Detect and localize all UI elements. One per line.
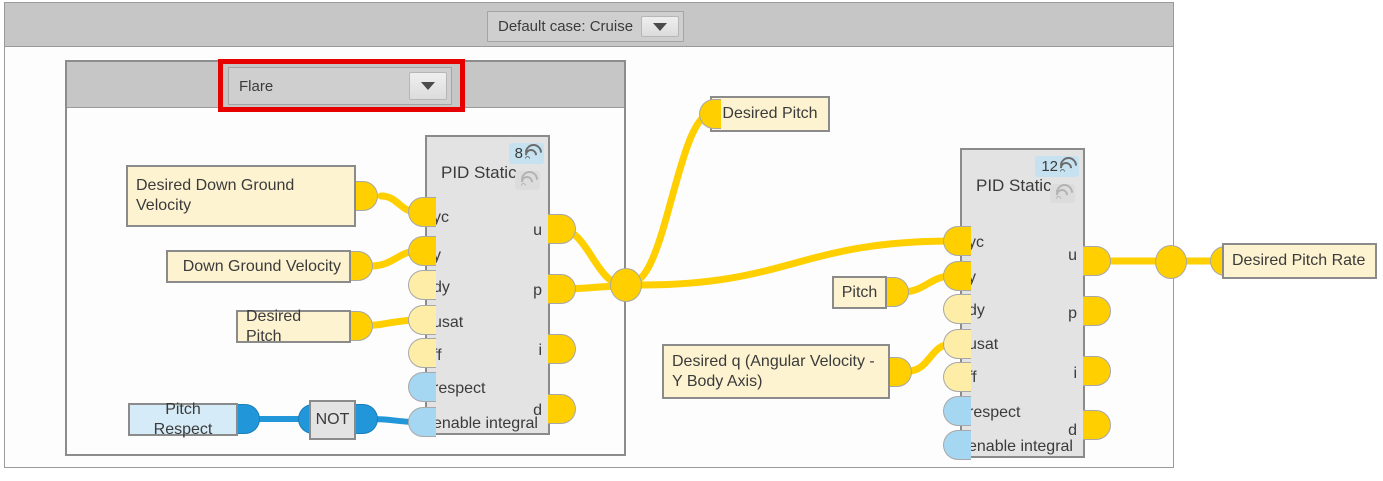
- signal-icon: [521, 140, 546, 165]
- note-desired-pitch-rate[interactable]: Desired Pitch Rate: [1222, 243, 1377, 279]
- output-port-u[interactable]: [1083, 246, 1111, 276]
- pid-static-block-2[interactable]: PID Static 12 yc y dy usat ff respect en…: [960, 148, 1085, 458]
- pid-static-block-1[interactable]: PID Static 8 yc y dy usat ff respect ena…: [425, 135, 550, 435]
- not-gate-block[interactable]: NOT: [309, 400, 356, 440]
- flare-case-dropdown[interactable]: Flare: [228, 67, 452, 105]
- output-label-i: i: [538, 342, 542, 359]
- input-label-y: y: [968, 269, 976, 286]
- note-pitch-respect[interactable]: Pitch Respect: [128, 401, 238, 438]
- input-label-respect: respect: [968, 404, 1021, 421]
- default-case-dropdown-button[interactable]: [641, 16, 679, 37]
- input-port-respect[interactable]: [408, 372, 436, 402]
- note-down-ground-velocity[interactable]: Down Ground Velocity: [166, 250, 351, 283]
- input-port-yc[interactable]: [408, 197, 436, 227]
- input-label-ff: ff: [968, 369, 977, 386]
- note-label: Pitch Respect: [153, 400, 213, 438]
- output-label-u: u: [533, 222, 542, 239]
- note-desired-pitch-left[interactable]: Desired Pitch: [236, 308, 351, 345]
- pid-block-badge[interactable]: 8: [508, 140, 546, 165]
- wire-junction-1[interactable]: [610, 268, 642, 302]
- input-port-enable-integral[interactable]: [408, 407, 436, 437]
- input-port-dy[interactable]: [408, 270, 436, 300]
- signal-icon-faded: [1052, 180, 1077, 205]
- pid-block-secondary-badge[interactable]: [1050, 180, 1077, 205]
- output-label-d: d: [533, 402, 542, 419]
- output-port-u[interactable]: [548, 214, 576, 244]
- note-label: Pitch: [841, 283, 878, 301]
- output-port-i[interactable]: [1083, 356, 1111, 386]
- input-label-yc: yc: [968, 234, 984, 251]
- pid-block-badge[interactable]: 12: [1035, 153, 1081, 178]
- note-label: Desired Down Ground Velocity: [136, 177, 295, 214]
- note-input-port[interactable]: [699, 99, 721, 129]
- input-label-yc: yc: [433, 209, 449, 226]
- signal-icon-faded: [517, 167, 542, 192]
- input-label-enable-integral: enable integral: [433, 415, 538, 432]
- output-label-d: d: [1068, 422, 1077, 439]
- input-port-respect[interactable]: [943, 396, 971, 426]
- input-label-y: y: [433, 247, 441, 264]
- note-label: Desired q (Angular Velocity - Y Body Axi…: [672, 352, 875, 390]
- output-port-i[interactable]: [548, 334, 576, 364]
- output-port-p[interactable]: [1083, 296, 1111, 326]
- note-desired-q[interactable]: Desired q (Angular Velocity - Y Body Axi…: [662, 344, 890, 399]
- chevron-down-icon: [653, 22, 667, 31]
- input-port-usat[interactable]: [408, 305, 436, 335]
- input-label-usat: usat: [968, 336, 999, 353]
- pid-block-title: PID Static: [976, 176, 1052, 195]
- output-label-u: u: [1068, 247, 1077, 264]
- flare-case-dropdown-button[interactable]: [409, 72, 447, 100]
- output-label-i: i: [1073, 365, 1077, 382]
- signal-icon: [1056, 153, 1081, 178]
- output-label-p: p: [1068, 305, 1077, 322]
- input-label-enable-integral: enable integral: [968, 438, 1073, 455]
- input-port-ff[interactable]: [408, 338, 436, 368]
- wire-junction-2[interactable]: [1155, 245, 1187, 279]
- output-port-d[interactable]: [548, 394, 576, 424]
- input-label-dy: dy: [968, 302, 985, 319]
- note-label: Down Ground Velocity: [182, 257, 341, 275]
- input-label-usat: usat: [433, 314, 464, 331]
- note-pitch[interactable]: Pitch: [832, 276, 887, 309]
- note-label: Desired Pitch: [246, 307, 302, 345]
- output-label-p: p: [533, 282, 542, 299]
- pid-block-secondary-badge[interactable]: [515, 167, 542, 192]
- input-label-ff: ff: [433, 347, 442, 364]
- badge-count: 12: [1041, 158, 1058, 175]
- input-label-respect: respect: [433, 380, 486, 397]
- input-port-dy[interactable]: [943, 294, 971, 324]
- input-port-y[interactable]: [408, 236, 436, 266]
- note-label: Desired Pitch: [722, 105, 818, 122]
- note-desired-pitch-top[interactable]: Desired Pitch: [710, 96, 830, 132]
- note-label: Desired Pitch Rate: [1232, 252, 1366, 269]
- pid-block-title: PID Static: [441, 163, 517, 182]
- chevron-down-icon: [421, 82, 435, 90]
- not-gate-label: NOT: [315, 411, 350, 428]
- badge-count: 8: [514, 145, 523, 162]
- input-port-y[interactable]: [943, 261, 971, 291]
- default-case-label: Default case: Cruise: [498, 18, 634, 35]
- input-port-ff[interactable]: [943, 362, 971, 392]
- input-port-enable-integral[interactable]: [943, 430, 971, 460]
- input-label-dy: dy: [433, 279, 450, 296]
- output-port-d[interactable]: [1083, 410, 1111, 440]
- output-port-p[interactable]: [548, 274, 576, 304]
- flare-case-label: Flare: [239, 77, 274, 95]
- default-case-dropdown[interactable]: Default case: Cruise: [487, 11, 684, 42]
- note-desired-down-ground-velocity[interactable]: Desired Down Ground Velocity: [126, 165, 356, 227]
- input-port-yc[interactable]: [943, 226, 971, 256]
- input-port-usat[interactable]: [943, 329, 971, 359]
